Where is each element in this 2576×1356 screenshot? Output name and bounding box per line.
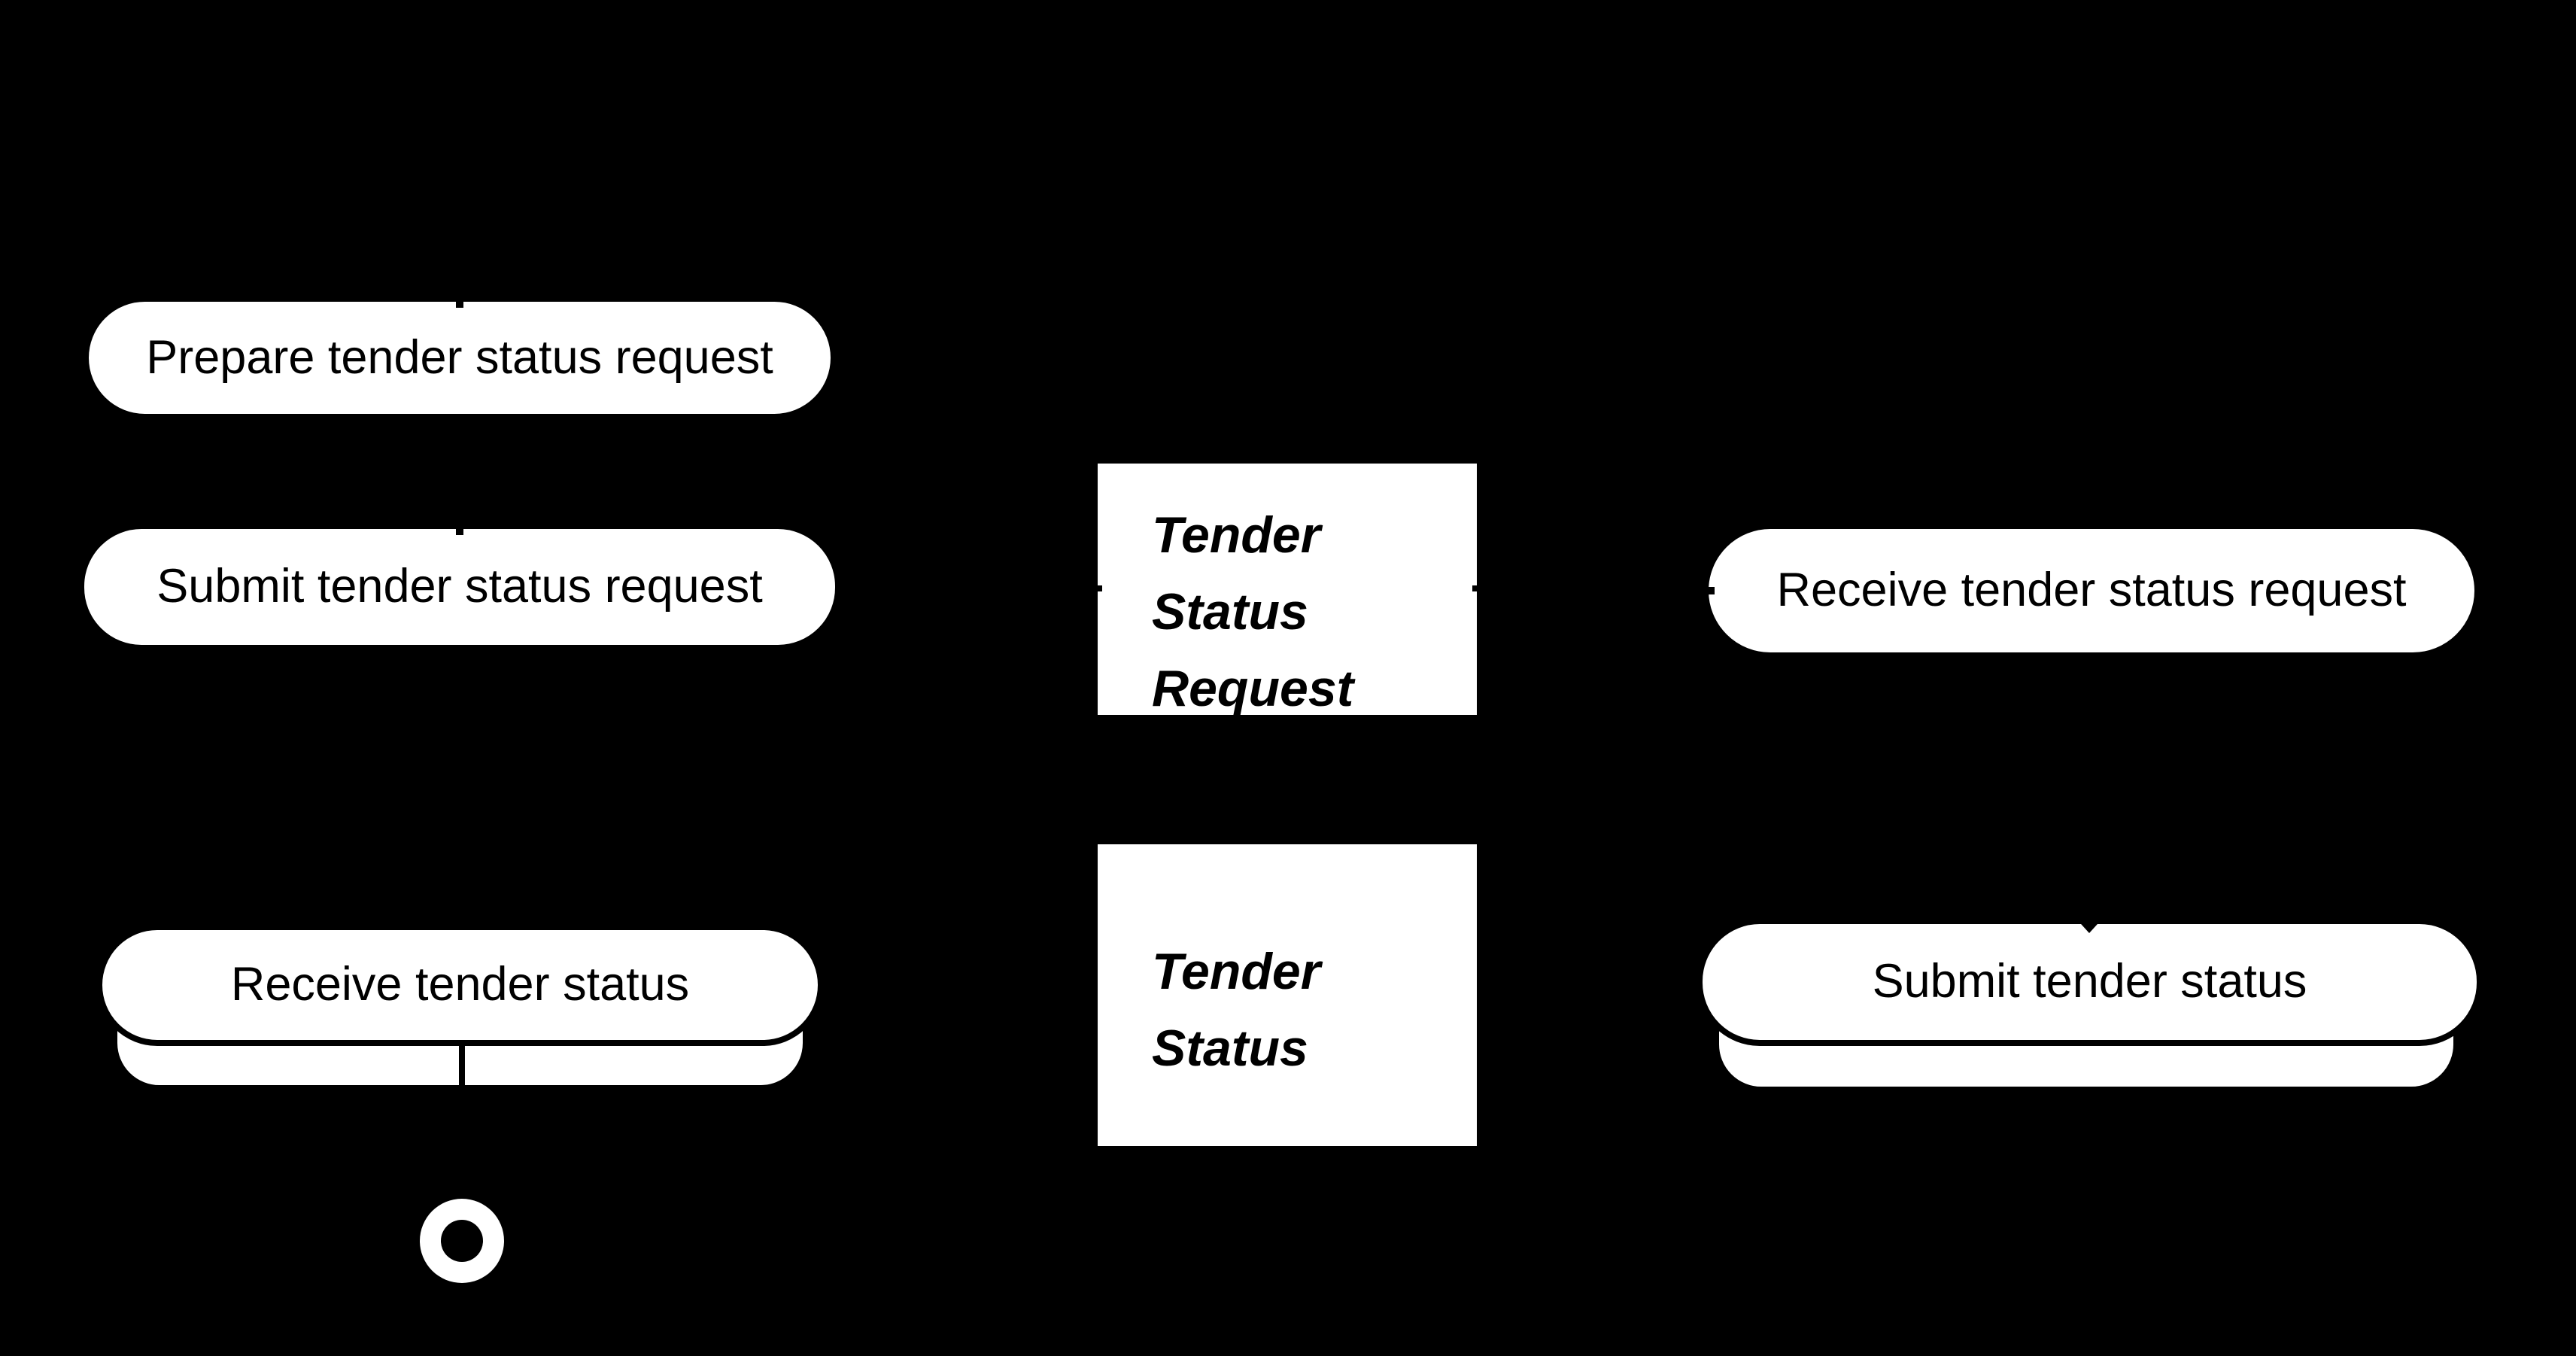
- task-submit-tender-status: Submit tender status: [1697, 918, 2483, 1046]
- end-event-hole: [441, 1220, 483, 1262]
- sequence-flow-stub: [456, 291, 463, 308]
- task-submit-tender-status-request: Submit tender status request: [78, 523, 841, 651]
- task-receive-tender-status-request: Receive tender status request: [1703, 523, 2480, 658]
- data-object-label: Tender Status: [1152, 943, 1321, 1077]
- sequence-flow-line: [459, 1043, 465, 1091]
- end-event-icon: [420, 1199, 504, 1283]
- association-stub: [1472, 585, 1484, 591]
- message-flow-arrowhead: [2074, 917, 2104, 933]
- task-receive-tender-status: Receive tender status: [96, 924, 824, 1046]
- task-label: Submit tender status: [1872, 955, 2307, 1008]
- data-object-label: Tender Status Request: [1152, 506, 1354, 717]
- task-label: Prepare tender status request: [146, 330, 773, 384]
- data-object-tender-status-request: Tender Status Request: [1093, 459, 1481, 719]
- task-label: Receive tender status request: [1776, 564, 2407, 617]
- data-object-tender-status: Tender Status: [1093, 840, 1481, 1151]
- association-stub: [1090, 585, 1102, 591]
- task-prepare-tender-status-request: Prepare tender status request: [83, 296, 837, 420]
- task-label: Submit tender status request: [156, 560, 763, 613]
- message-flow-stub: [1698, 587, 1715, 594]
- sequence-flow-stub: [456, 518, 463, 535]
- task-label: Receive tender status: [230, 958, 690, 1011]
